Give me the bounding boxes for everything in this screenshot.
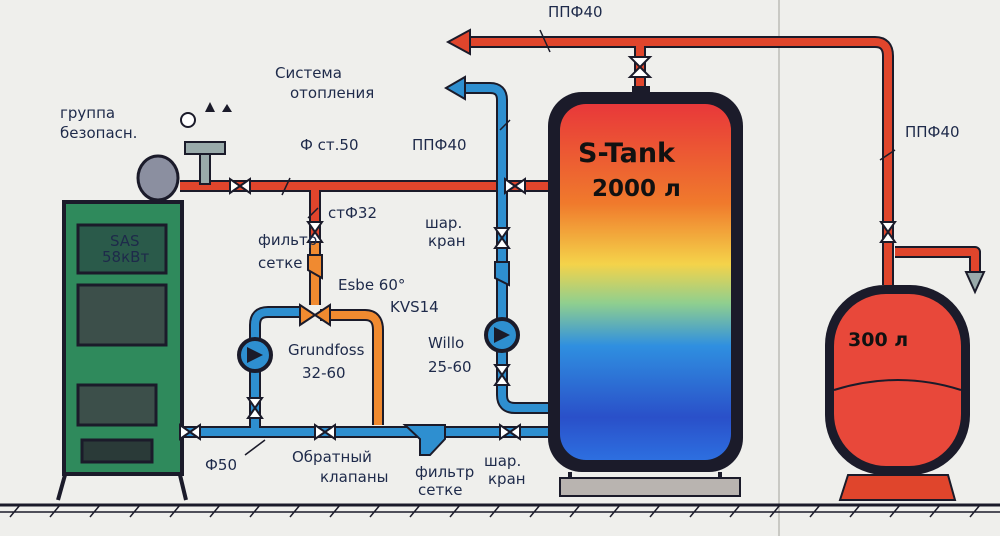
label-grundfos-2: 32-60 [302,364,346,382]
boiler-ash-door [80,438,154,464]
small-tank-stand [838,474,957,501]
valve-icon [627,56,653,78]
check-valve-icon [314,423,336,441]
dhw-tank-300: 300 л [825,285,970,501]
tank-stand [559,477,741,497]
safety-group-icon [180,102,232,185]
boiler-door-bottom [76,383,158,427]
valve-icon [246,397,264,419]
strainer-right-icon [494,261,510,287]
label-check-valves-1: Обратный [292,448,372,466]
small-tank-volume: 300 л [848,329,908,351]
valve-icon [499,423,521,441]
valve-icon [879,221,897,243]
valve-icon [306,221,324,243]
pipe-markers [244,29,896,456]
label-ball-valve-2: кран [428,232,466,250]
tank-volume: 2000 л [592,176,681,202]
boiler-door-top [76,283,168,347]
label-filter-bottom-1: фильтр [415,463,474,481]
label-filter-top-1: фильтр [258,231,317,249]
boiler-brand: SAS [110,232,140,250]
label-right-pipe: ППФ40 [905,123,960,141]
boiler-fan-icon [136,154,180,202]
floor-hatching [0,504,1000,518]
strainer-bottom-icon [402,424,446,456]
label-return-pipe: Ф50 [205,456,237,474]
label-riser-pipe: ППФ40 [412,136,467,154]
label-grundfos-1: Grundfoss [288,341,365,359]
label-kvs: KVS14 [390,298,439,316]
valve-icon [179,423,201,441]
esbe-valve-icon [299,303,331,327]
dhw-tap-icon [964,271,986,295]
valve-icon [229,177,251,195]
label-supply-pipe: Ф ст.50 [300,136,359,154]
air-vent-icon [205,102,215,112]
strainer-top-icon [307,254,323,280]
label-heating-system-2: отопления [290,84,374,102]
tank-name: S-Tank [578,138,676,169]
label-willo-2: 25-60 [428,358,472,376]
boiler: SAS 58кВт [56,154,188,501]
valve-icon [504,177,526,195]
label-branch-pipe: стФ32 [328,204,377,222]
willo-pump-icon [484,317,520,353]
label-safety-1: группа [60,104,115,122]
pressure-gauge-icon [180,112,196,128]
label-filter-bottom-2: сетке [418,481,463,499]
grundfos-pump-icon [237,337,273,373]
relief-valve-icon [222,104,232,112]
dhw-outlet-pipe [895,248,979,272]
label-ball-valve-bottom-2: кран [488,470,526,488]
grundfos-loop [251,308,300,432]
valve-icon [493,227,511,249]
s-tank-2000: S-Tank 2000 л [548,86,743,497]
label-willo-1: Willo [428,334,464,352]
label-safety-2: безопасн. [60,124,137,142]
outlet-arrow-icon [445,28,471,56]
label-filter-top-2: сетке [258,254,303,272]
label-ball-valve-1: шар. [425,214,462,232]
label-ball-valve-bottom-1: шар. [484,452,521,470]
label-check-valves-2: клапаны [320,468,389,486]
label-esbe: Esbe 60° [338,276,405,294]
boiler-panel [76,223,168,275]
top-hot-pipe [470,38,892,285]
boiler-legs [56,474,188,501]
label-heating-system-1: Система [275,64,342,82]
boiler-power: 58кВт [102,248,149,266]
heating-inlet-arrow-icon [444,75,466,101]
label-top-pipe: ППФ40 [548,3,603,21]
mixing-pipe [311,240,382,425]
valve-icon [493,364,511,386]
annotations: ППФ40 ППФ40 Система отопления ППФ40 груп… [60,3,960,499]
